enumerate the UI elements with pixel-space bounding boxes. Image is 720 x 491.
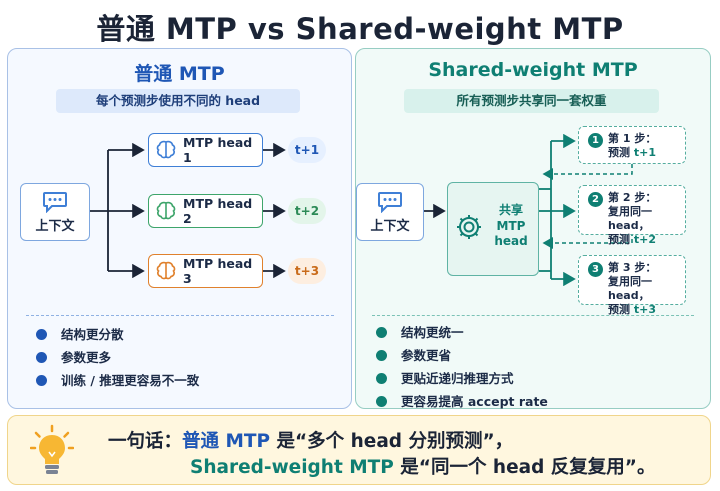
standard-mtp-panel: 普通 MTP 每个预测步使用不同的 head 上下文 MTP head 1 <box>7 48 352 409</box>
step-target: t+3 <box>633 303 656 316</box>
panel-subtitle: 每个预测步使用不同的 head <box>56 89 300 113</box>
connector-arrows <box>424 133 633 287</box>
bullet-list: 结构更统一 参数更省 更贴近递归推理方式 更容易提高 accept rate <box>376 321 548 413</box>
shared-head-label: 共享 MTP head <box>494 203 528 248</box>
step-desc: 预测 <box>608 146 630 159</box>
list-item: 参数更多 <box>36 346 199 369</box>
list-item: 结构更分散 <box>36 323 199 346</box>
head-label: MTP head 1 <box>183 135 253 165</box>
context-box: 上下文 <box>356 183 424 241</box>
lightbulb-icon <box>30 424 74 474</box>
divider <box>372 315 694 316</box>
step-number: 3 <box>588 262 603 277</box>
step-title: 第 1 步： <box>608 132 657 145</box>
bullet-dot <box>376 327 387 338</box>
panel-title: 普通 MTP <box>134 63 225 85</box>
step-3: 3 第 3 步： 复用同一 head， 预测 t+3 <box>578 255 686 316</box>
shared-mtp-head: 共享 MTP head <box>447 182 539 276</box>
chat-bubble-icon <box>43 192 67 213</box>
head-label: MTP head 3 <box>183 256 253 286</box>
summary-line-2: Shared-weight MTP 是“同一个 head 反复复用”。 <box>190 453 655 479</box>
step-number: 1 <box>588 133 603 148</box>
bullet-dot <box>36 352 47 363</box>
bullet-dot <box>36 375 47 386</box>
step-desc: 预测 <box>608 303 630 316</box>
summary-text-2: 是“同一个 head 反复复用”。 <box>400 457 656 478</box>
bullet-dot <box>36 329 47 340</box>
main-title: 普通 MTP vs Shared-weight MTP <box>96 12 624 46</box>
brain-icon <box>156 140 176 159</box>
step-desc: 复用同一 head， <box>608 275 652 302</box>
head-label: MTP head 2 <box>183 196 253 226</box>
list-item: 训练 / 推理更容易不一致 <box>36 369 199 392</box>
mtp-head-3: MTP head 3 <box>148 254 263 288</box>
bullet-list: 结构更分散 参数更多 训练 / 推理更容易不一致 <box>36 323 199 392</box>
brain-icon <box>156 201 176 220</box>
step-number: 2 <box>588 192 603 207</box>
list-item: 更容易提高 accept rate <box>376 390 548 413</box>
panel-title: Shared-weight MTP <box>428 59 638 81</box>
target-t1: t+1 <box>288 137 326 163</box>
shared-weight-mtp-panel: Shared-weight MTP 所有预测步共享同一套权重 上下文 <box>355 48 711 409</box>
step-target: t+1 <box>633 146 656 159</box>
summary-term-standard: 普通 MTP <box>182 431 271 452</box>
bullet-dot <box>376 373 387 384</box>
list-item: 更贴近递归推理方式 <box>376 367 548 390</box>
summary-term-shared: Shared-weight MTP <box>190 457 394 478</box>
brain-icon <box>156 261 176 280</box>
chat-bubble-icon <box>378 192 402 213</box>
step-target: t+2 <box>633 233 656 246</box>
mtp-head-1: MTP head 1 <box>148 133 263 167</box>
target-t3: t+3 <box>288 258 326 284</box>
mtp-head-2: MTP head 2 <box>148 194 263 228</box>
step-desc: 复用同一 head， <box>608 205 652 232</box>
context-box: 上下文 <box>20 183 90 241</box>
target-t2: t+2 <box>288 198 326 224</box>
step-title: 第 3 步： <box>608 261 657 274</box>
context-label: 上下文 <box>370 219 410 234</box>
connector-arrows <box>90 142 286 279</box>
bullet-dot <box>376 396 387 407</box>
step-2: 2 第 2 步： 复用同一 head， 预测 t+2 <box>578 185 686 246</box>
summary-lead: 一句话： <box>108 431 183 452</box>
step-1: 1 第 1 步： 预测 t+1 <box>578 126 686 164</box>
summary-text-1: 是“多个 head 分别预测”， <box>276 431 514 452</box>
context-label: 上下文 <box>35 219 75 234</box>
list-item: 参数更省 <box>376 344 548 367</box>
step-desc: 预测 <box>608 233 630 246</box>
panel-subtitle: 所有预测步共享同一套权重 <box>404 89 659 113</box>
bullet-dot <box>376 350 387 361</box>
step-title: 第 2 步： <box>608 191 657 204</box>
gear-icon <box>457 215 481 239</box>
divider <box>26 315 334 316</box>
summary-box: 一句话：普通 MTP 是“多个 head 分别预测”， Shared-weigh… <box>7 415 711 485</box>
list-item: 结构更统一 <box>376 321 548 344</box>
summary-line-1: 一句话：普通 MTP 是“多个 head 分别预测”， <box>108 427 513 453</box>
